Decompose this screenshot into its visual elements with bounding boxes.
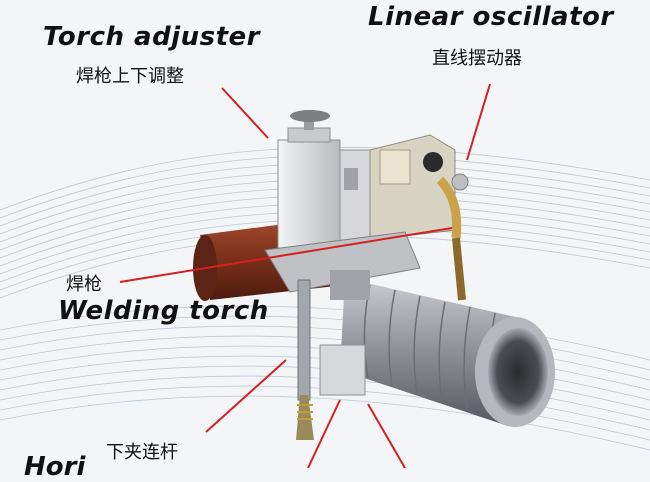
label-torch-adjuster-en: Torch adjuster — [43, 22, 260, 52]
label-cutoff-en: Hori — [24, 452, 86, 482]
label-welding-torch-zh: 焊枪 — [66, 274, 102, 295]
leader-bottom-1 — [307, 399, 341, 468]
leader-bottom-2 — [367, 403, 406, 468]
leader-lines — [119, 83, 491, 468]
leader-linear-oscillator — [466, 83, 491, 161]
leader-welding-torch — [119, 227, 453, 283]
leader-torch-adjuster — [221, 87, 269, 139]
label-welding-torch-en: Welding torch — [58, 296, 269, 326]
leader-lower-clamp — [205, 359, 287, 433]
label-lower-clamp-zh: 下夹连杆 — [106, 442, 178, 463]
label-linear-oscillator-en: Linear oscillator — [368, 2, 614, 32]
label-linear-oscillator-zh: 直线摆动器 — [432, 48, 522, 69]
label-torch-adjuster-zh: 焊枪上下调整 — [76, 66, 184, 87]
machine-illustration — [193, 110, 555, 440]
